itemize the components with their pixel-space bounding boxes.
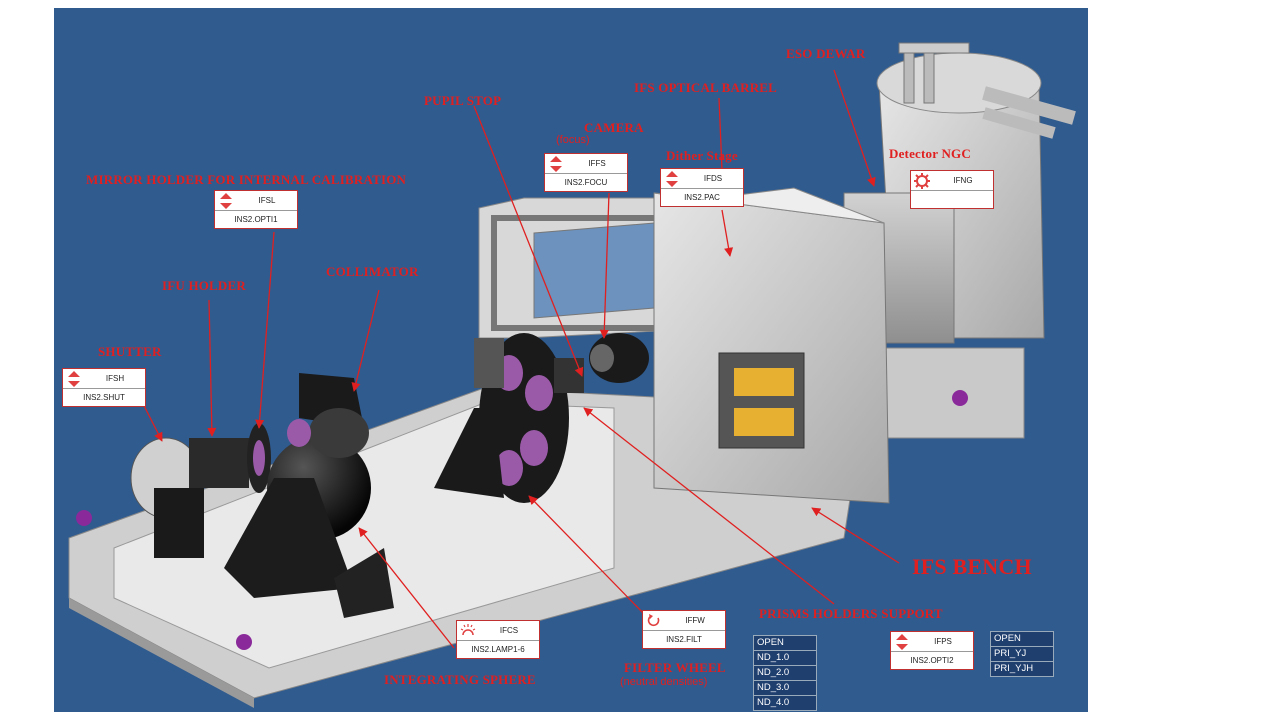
- device-code: IFFS: [588, 159, 606, 168]
- device-keyword: INS2.FOCU: [564, 178, 608, 187]
- device-keyword: INS2.OPTI1: [234, 215, 278, 224]
- detector-ngc-label: Detector NGC: [889, 146, 971, 161]
- device-code: IFPS: [934, 637, 952, 646]
- collimator-label: COLLIMATOR: [326, 264, 419, 279]
- optical-barrel: [478, 187, 890, 504]
- pupil-stop-label: PUPIL STOP: [424, 93, 502, 108]
- lamp-icon: [457, 621, 479, 640]
- rotate-icon: [643, 611, 665, 630]
- device-code: IFFW: [685, 616, 705, 625]
- up-down-arrows-icon: [63, 369, 85, 388]
- up-down-arrows-icon: [545, 154, 567, 173]
- device-iffw: IFFW INS2.FILT: [642, 610, 726, 649]
- device-iffs: IFFS INS2.FOCU: [544, 153, 628, 192]
- device-ifsl: IFSL INS2.OPTI1: [214, 190, 298, 229]
- ifs-bench-label: IFS BENCH: [912, 554, 1032, 579]
- camera-focus-note: (focus): [556, 134, 590, 146]
- eso-dewar-label: ESO DEWAR: [786, 46, 866, 61]
- prism-position: PRI_YJ: [990, 646, 1054, 662]
- filter-wheel-label: FILTER WHEEL: [624, 660, 726, 675]
- device-code: IFCS: [499, 626, 519, 635]
- calibration-components: [130, 373, 394, 618]
- up-down-arrows-icon: [215, 191, 237, 210]
- filter-wheel-note: (neutral densities): [620, 676, 708, 688]
- device-code: IFDS: [703, 174, 723, 183]
- filter-position: OPEN: [753, 635, 817, 651]
- device-keyword: INS2.FILT: [666, 635, 702, 644]
- filter-position: ND_2.0: [753, 665, 817, 681]
- device-keyword: INS2.OPTI2: [910, 656, 954, 665]
- camera-label: CAMERA: [584, 120, 644, 135]
- up-down-arrows-icon: [661, 169, 683, 188]
- ifu-holder-label: IFU HOLDER: [162, 278, 246, 293]
- dither-stage-label: Dither Stage: [666, 148, 738, 163]
- diagram-panel: ESO DEWAR IFS OPTICAL BARREL PUPIL STOP …: [54, 8, 1088, 712]
- detector-window: [718, 352, 805, 449]
- device-code: IFSH: [105, 374, 125, 383]
- device-keyword: [911, 191, 993, 208]
- device-keyword: INS2.LAMP1-6: [471, 645, 525, 654]
- callout-arrows: [135, 69, 900, 649]
- device-code: IFSL: [258, 196, 276, 205]
- prism-position: OPEN: [990, 631, 1054, 647]
- device-keyword: INS2.SHUT: [83, 393, 125, 402]
- prism-positions-list: OPEN PRI_YJ PRI_YJH: [990, 631, 1054, 677]
- filter-position: ND_3.0: [753, 680, 817, 696]
- gear-icon: [911, 171, 933, 190]
- device-code: IFNG: [953, 176, 973, 185]
- filter-position: ND_1.0: [753, 650, 817, 666]
- device-ifng: IFNG: [910, 170, 994, 209]
- device-ifcs: IFCS INS2.LAMP1-6: [456, 620, 540, 659]
- mirror-holder-label: MIRROR HOLDER FOR INTERNAL CALIBRATION: [86, 172, 407, 187]
- device-ifsh: IFSH INS2.SHUT: [62, 368, 146, 407]
- prisms-holders-support-label: PRISMS HOLDERS SUPPORT: [759, 606, 943, 621]
- shutter-label: SHUTTER: [98, 344, 162, 359]
- filter-position: ND_4.0: [753, 695, 817, 711]
- ifs-optical-barrel-label: IFS OPTICAL BARREL: [634, 80, 778, 95]
- prism-position: PRI_YJH: [990, 661, 1054, 677]
- integrating-sphere-label: INTEGRATING SPHERE: [384, 672, 536, 687]
- device-ifds: IFDS INS2.PAC: [660, 168, 744, 207]
- device-keyword: INS2.PAC: [684, 193, 720, 202]
- device-ifps: IFPS INS2.OPTI2: [890, 631, 974, 670]
- filter-positions-list: OPEN ND_1.0 ND_2.0 ND_3.0 ND_4.0: [753, 635, 817, 711]
- up-down-arrows-icon: [891, 632, 913, 651]
- ifs-bench-render: [68, 42, 1076, 708]
